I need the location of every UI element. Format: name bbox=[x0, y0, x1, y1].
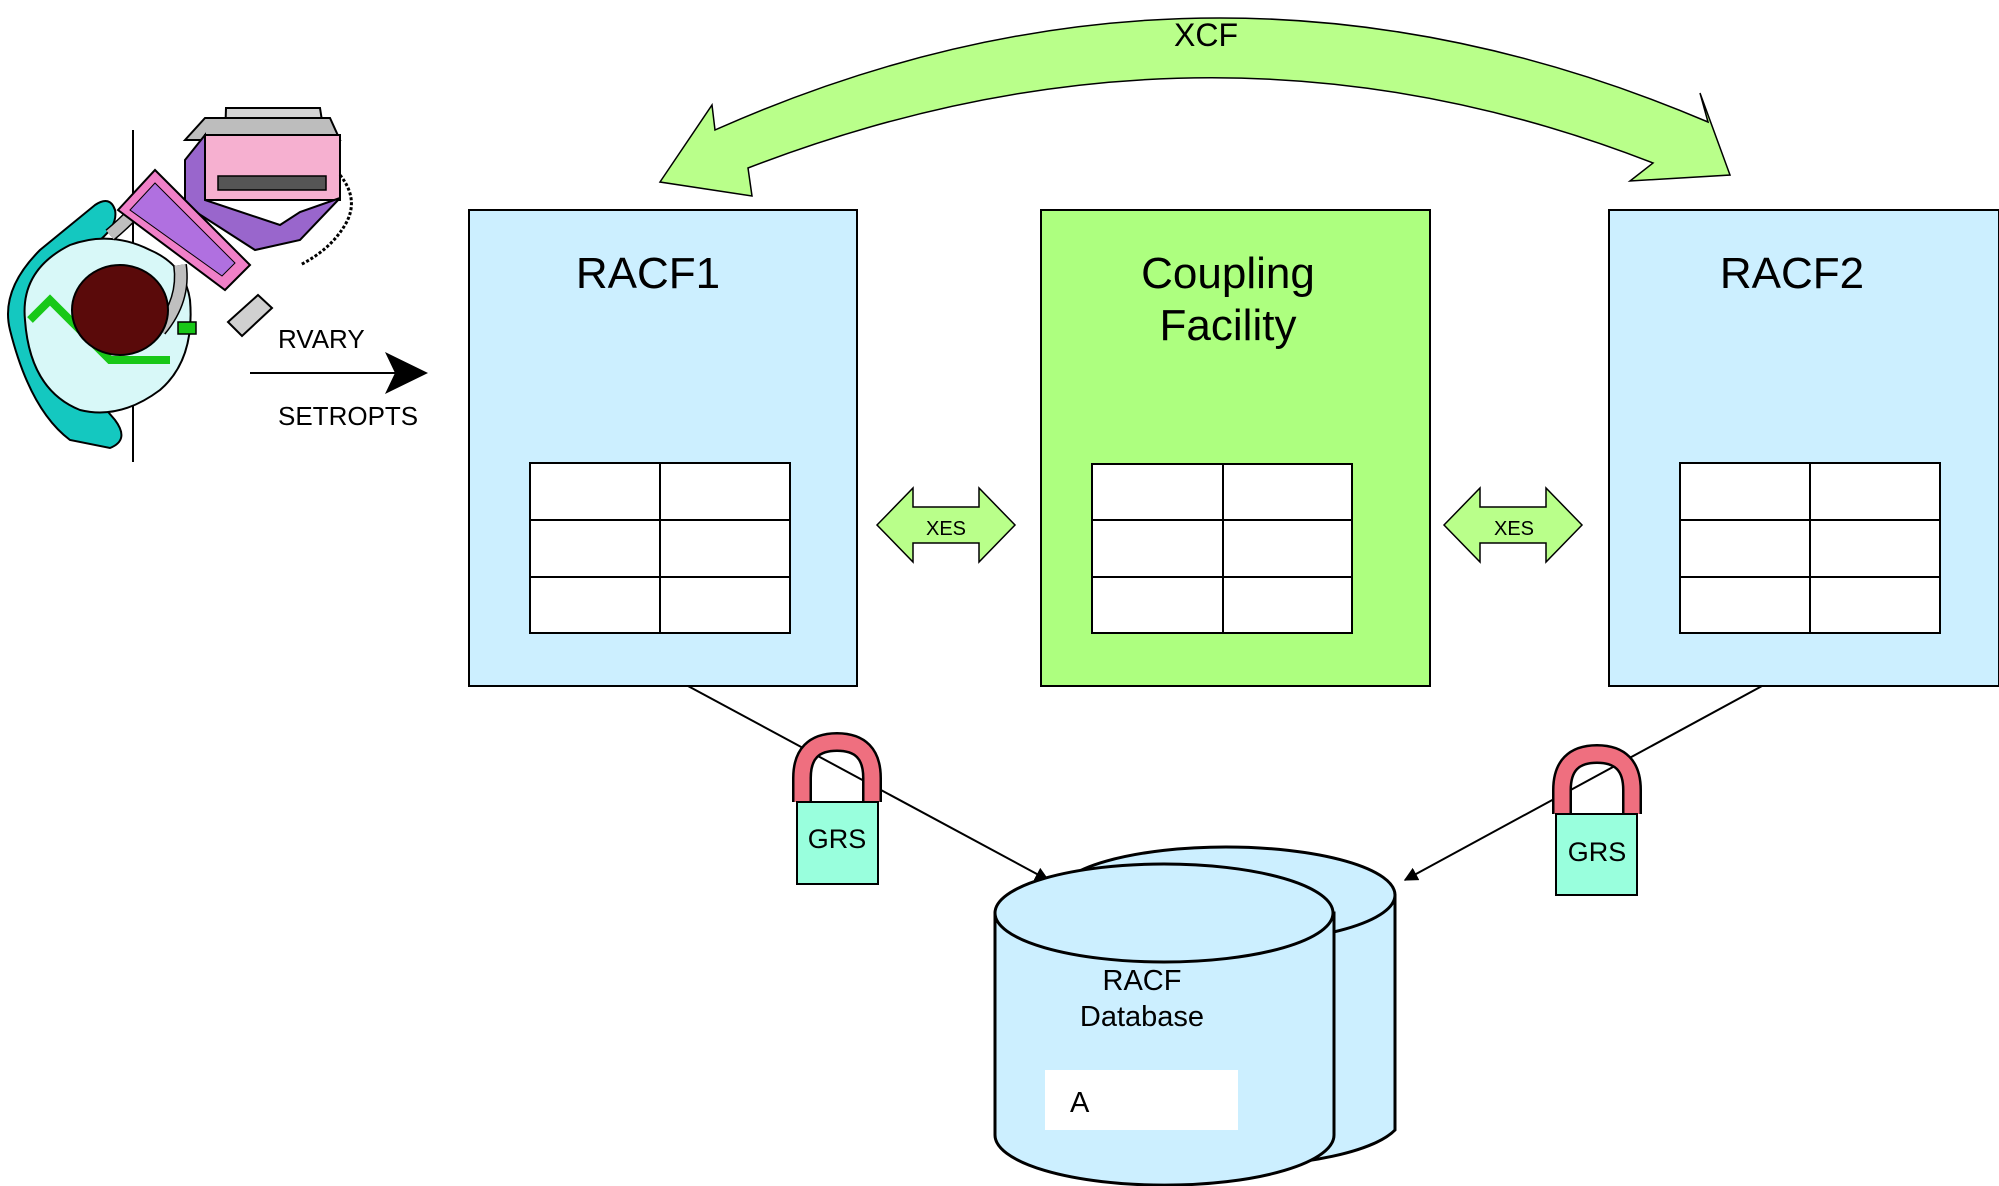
database-label-line2: Database bbox=[1080, 1001, 1204, 1033]
racf2-system: RACF2 bbox=[1608, 209, 1999, 687]
xes-right-label: XES bbox=[1494, 518, 1534, 540]
grs-right-label: GRS bbox=[1568, 837, 1627, 867]
grs-left-label: GRS bbox=[808, 824, 867, 854]
racf1-title: RACF1 bbox=[576, 249, 720, 298]
xes-arrow-left: XES bbox=[875, 486, 1017, 564]
cf-title-line1: Coupling bbox=[1141, 249, 1315, 298]
racf2-title: RACF2 bbox=[1720, 249, 1864, 298]
rvary-command-label: RVARY bbox=[278, 324, 365, 354]
racf1-system: RACF1 bbox=[468, 209, 858, 687]
user-at-workstation-icon bbox=[7, 107, 353, 462]
cf-title-line2: Facility bbox=[1160, 301, 1297, 350]
racf2-data-table bbox=[1679, 462, 1941, 634]
grs-lock-right: GRS bbox=[1552, 743, 1642, 896]
xes-left-label: XES bbox=[926, 518, 966, 540]
xcf-label: XCF bbox=[1174, 17, 1238, 53]
setropts-command-label: SETROPTS bbox=[278, 401, 418, 431]
xes-arrow-right: XES bbox=[1442, 486, 1584, 564]
database-record-box bbox=[1045, 1070, 1238, 1130]
cf-data-table bbox=[1091, 463, 1353, 634]
racf-database: RACF Database A bbox=[993, 845, 1397, 1186]
database-label-line1: RACF bbox=[1103, 965, 1182, 997]
racf2-db-access-line bbox=[1403, 685, 1763, 881]
xcf-arrow bbox=[658, 17, 1732, 197]
database-record-label: A bbox=[1070, 1087, 1090, 1119]
command-arrow bbox=[250, 352, 428, 394]
grs-lock-left: GRS bbox=[792, 731, 882, 885]
racf1-data-table bbox=[529, 462, 791, 634]
coupling-facility: Coupling Facility bbox=[1040, 209, 1431, 687]
